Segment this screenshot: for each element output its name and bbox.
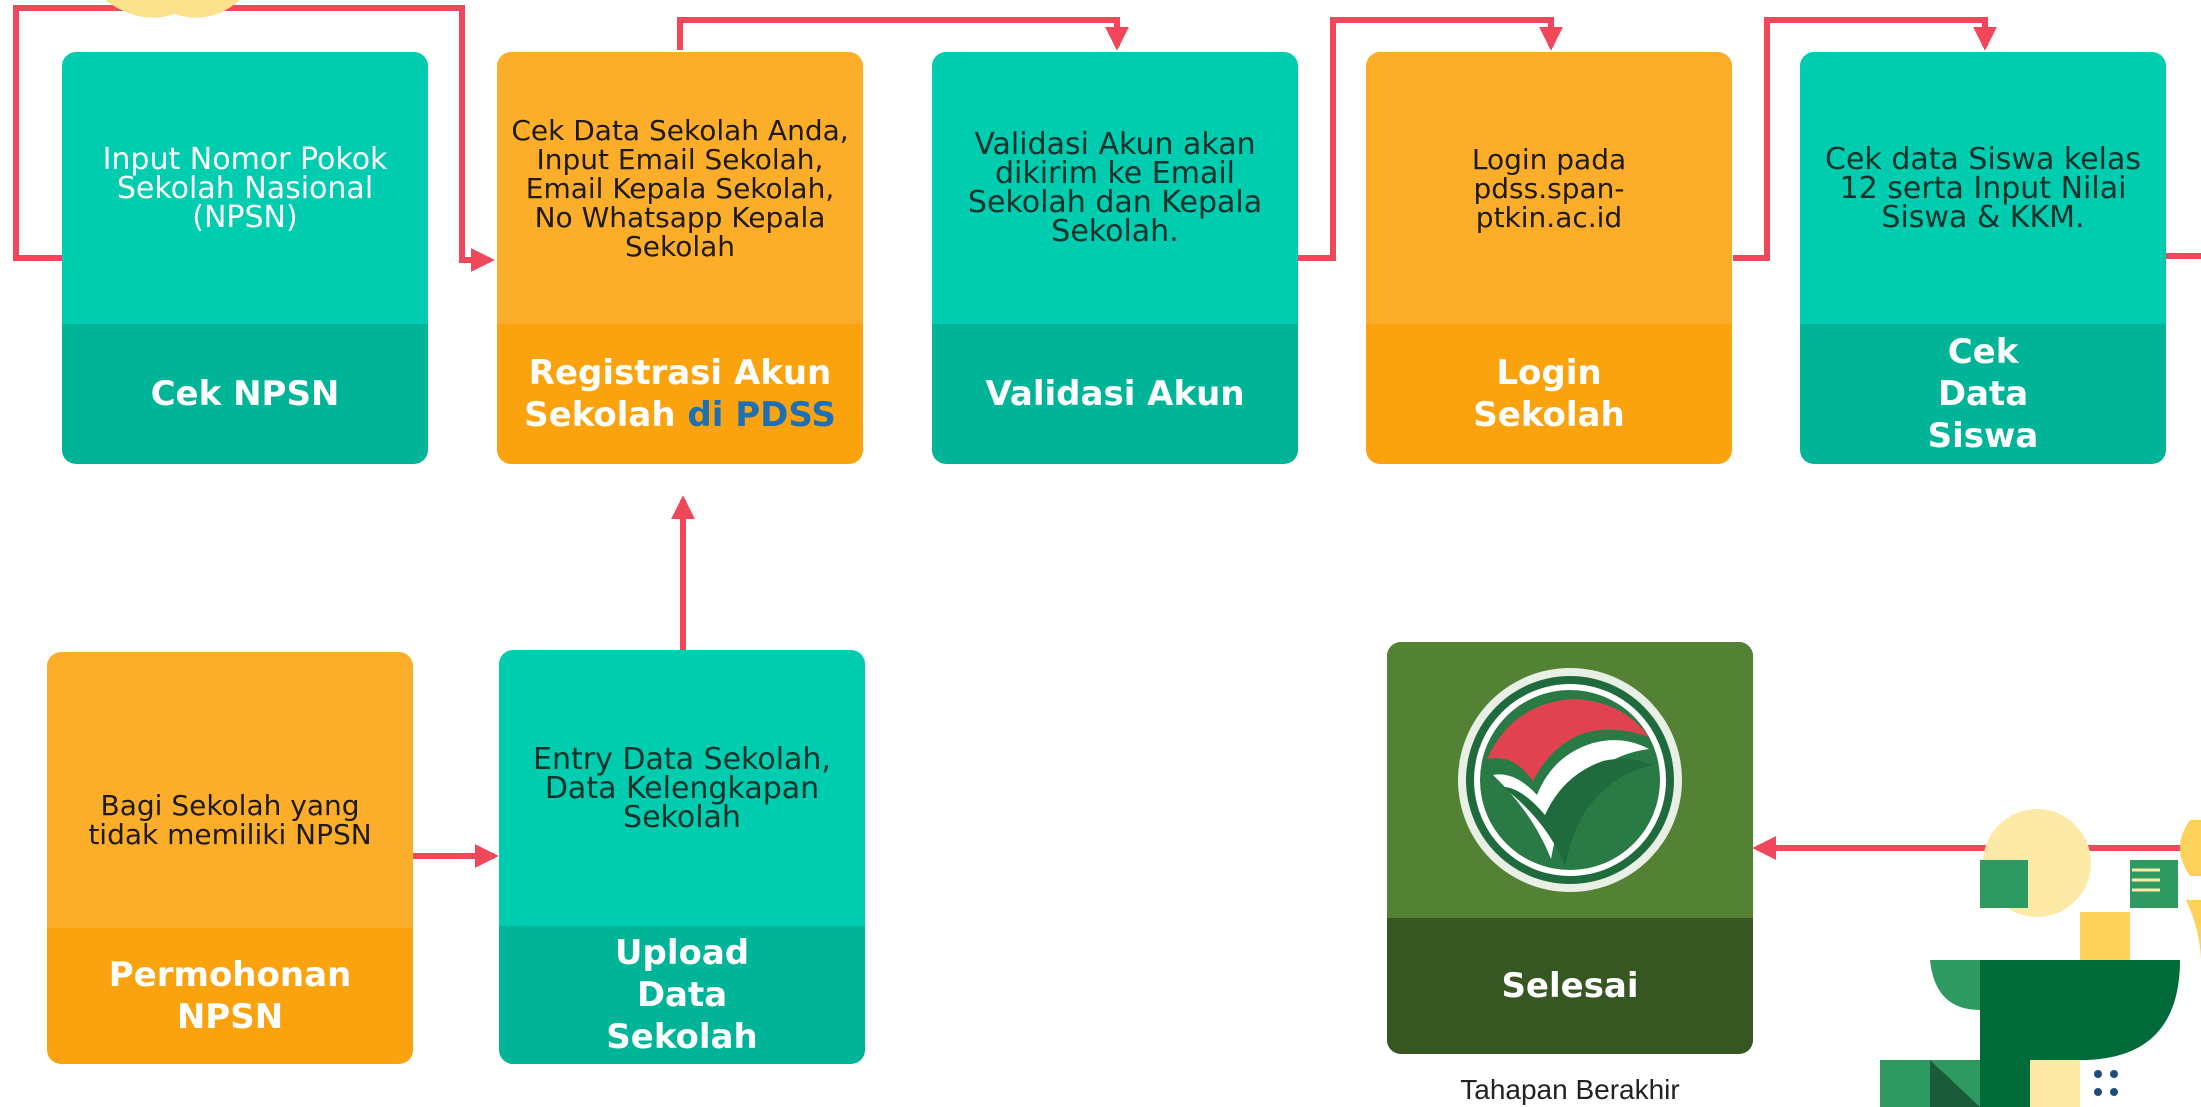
step-upload-title: Upload Data Sekolah	[499, 926, 865, 1064]
step-registrasi-title: Registrasi Akun Sekolah di PDSS	[497, 324, 863, 464]
step-upload: Entry Data Sekolah, Data Kelengkapan Sek…	[499, 650, 865, 1064]
arrow-cek-npsn-to-registrasi	[13, 5, 495, 272]
step-login-body: Login pada pdss.span-ptkin.ac.id	[1366, 52, 1732, 324]
step-cek-npsn-body: Input Nomor Pokok Sekolah Nasional (NPSN…	[62, 52, 428, 324]
arrow-registrasi-to-validasi	[677, 17, 1129, 51]
step-selesai: Selesai	[1387, 642, 1753, 1054]
step-registrasi: Cek Data Sekolah Anda, Input Email Sekol…	[497, 52, 863, 464]
step-permohonan-body: Bagi Sekolah yang tidak memiliki NPSN	[47, 652, 413, 928]
step-permohonan-npsn: Bagi Sekolah yang tidak memiliki NPSN Pe…	[47, 652, 413, 1064]
step-registrasi-body: Cek Data Sekolah Anda, Input Email Sekol…	[497, 52, 863, 324]
step-login: Login pada pdss.span-ptkin.ac.id Login S…	[1366, 52, 1732, 464]
step-validasi: Validasi Akun akan dikirim ke Email Seko…	[932, 52, 1298, 464]
step-login-title: Login Sekolah	[1366, 324, 1732, 464]
step-registrasi-title-line2: Sekolah	[524, 395, 676, 435]
step-cek-siswa-title: Cek Data Siswa	[1800, 324, 2166, 464]
step-validasi-body: Validasi Akun akan dikirim ke Email Seko…	[932, 52, 1298, 324]
step-validasi-title: Validasi Akun	[932, 324, 1298, 464]
step-selesai-title: Selesai	[1387, 918, 1753, 1054]
step-cek-siswa-body: Cek data Siswa kelas 12 serta Input Nila…	[1800, 52, 2166, 324]
checkmark-logo-icon	[1458, 668, 1682, 892]
step-cek-npsn: Input Nomor Pokok Sekolah Nasional (NPSN…	[62, 52, 428, 464]
step-registrasi-title-line1: Registrasi Akun	[528, 353, 832, 393]
selesai-caption: Tahapan Berakhir	[1460, 1074, 1680, 1105]
step-upload-body: Entry Data Sekolah, Data Kelengkapan Sek…	[499, 650, 865, 926]
step-cek-npsn-title: Cek NPSN	[62, 324, 428, 464]
step-permohonan-title: Permohonan NPSN	[47, 928, 413, 1064]
arrow-login-to-cek-siswa	[1733, 17, 1997, 261]
arrow-validasi-to-login	[1298, 17, 1563, 261]
step-selesai-logo-area	[1387, 642, 1753, 918]
corner-decoration-top	[105, 0, 240, 18]
step-registrasi-pdss-highlight: di PDSS	[687, 395, 836, 435]
step-cek-siswa: Cek data Siswa kelas 12 serta Input Nila…	[1800, 52, 2166, 464]
